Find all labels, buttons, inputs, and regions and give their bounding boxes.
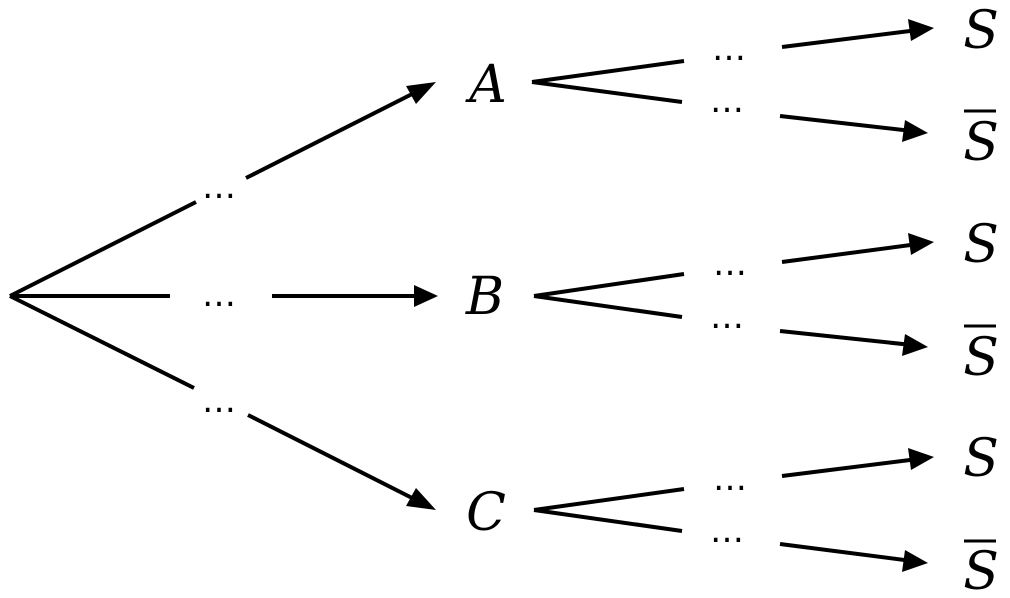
- outcome-a-s: S: [963, 1, 999, 61]
- branch-a-to-s-bar: …: [531, 80, 928, 142]
- outcome-c-s-bar: S: [963, 539, 999, 598]
- outcome-b-s-bar: S: [963, 324, 999, 388]
- branch-probability-a-s-bar: …: [710, 81, 744, 121]
- outcome-c-s: S: [963, 429, 999, 489]
- node-c: C: [466, 483, 506, 543]
- branch-probability-root-a: …: [202, 167, 236, 207]
- outcome-a-s-bar: S: [963, 109, 999, 173]
- branch-a-to-s: …: [531, 19, 934, 84]
- branch-probability-root-b: …: [202, 275, 236, 315]
- outcome-b-s: S: [963, 215, 999, 275]
- outcome-c-s-bar-letter: S: [963, 542, 999, 598]
- outcome-b-s-bar-letter: S: [963, 328, 999, 388]
- root-branch-to-b: …: [10, 275, 438, 315]
- root-branch-to-a: …: [9, 82, 436, 298]
- branch-probability-a-s: …: [712, 29, 746, 69]
- branch-probability-b-s-bar: …: [710, 297, 744, 337]
- branch-c-to-s: …: [533, 448, 934, 512]
- branch-b-to-s: …: [533, 233, 934, 298]
- branch-c-to-s-bar: …: [533, 508, 928, 572]
- branch-probability-b-s: …: [713, 244, 747, 284]
- branch-probability-c-s-bar: …: [710, 511, 744, 551]
- node-a: A: [465, 55, 507, 115]
- root-branch-to-c: …: [9, 294, 436, 510]
- branch-probability-root-c: …: [202, 381, 236, 421]
- branch-b-to-s-bar: …: [533, 294, 928, 356]
- branch-probability-c-s: …: [713, 459, 747, 499]
- outcome-a-s-bar-letter: S: [963, 113, 999, 173]
- node-b: B: [465, 267, 504, 327]
